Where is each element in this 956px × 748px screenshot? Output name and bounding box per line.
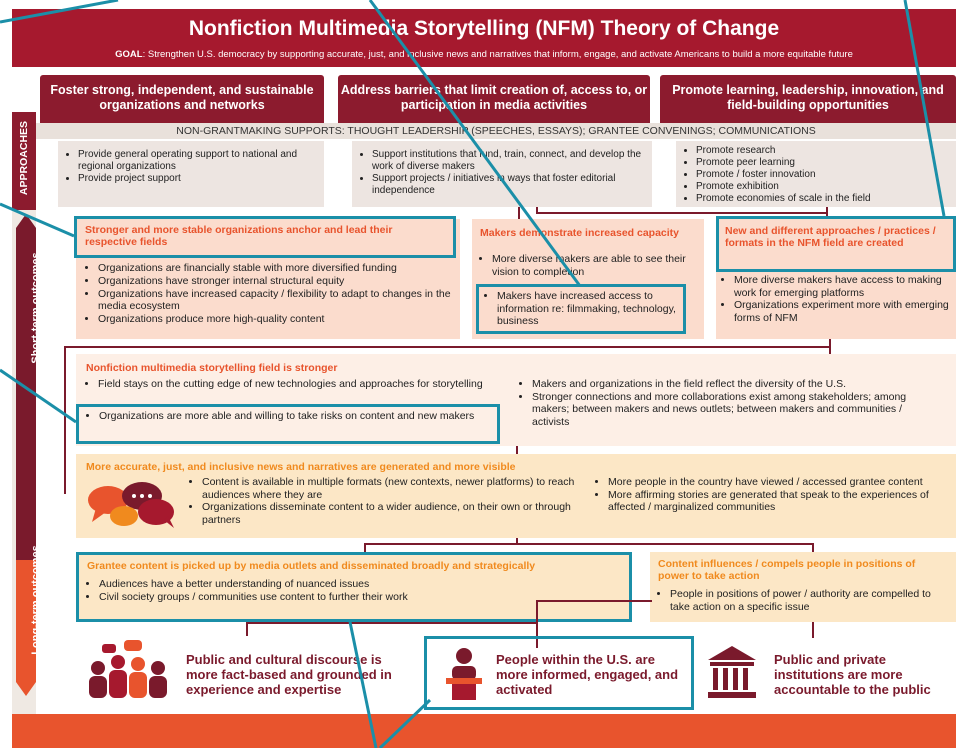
- timeline-bar-long: [16, 560, 36, 682]
- connector-line: [64, 346, 66, 494]
- list-item: Organizations disseminate content to a w…: [202, 501, 580, 526]
- list-item: Civil society groups / communities use c…: [99, 591, 621, 604]
- list-item: Provide general operating support to nat…: [78, 149, 318, 173]
- connector-line: [516, 538, 518, 544]
- connector-line: [518, 207, 520, 219]
- connector-line: [812, 543, 814, 553]
- news-narratives-box: [76, 454, 956, 538]
- connector-line: [536, 212, 826, 214]
- short-term-list-organizations: Organizations are financially stable wit…: [86, 262, 458, 326]
- influence-box: Content influences / compels people in p…: [650, 552, 956, 622]
- connector-line: [246, 622, 248, 636]
- list-item: More people in the country have viewed /…: [608, 476, 946, 489]
- approach-box-2: Support institutions that fund, train, c…: [352, 141, 652, 207]
- page-title: Nonfiction Multimedia Storytelling (NFM)…: [188, 17, 780, 40]
- footer-band: [12, 714, 956, 748]
- highlight-box-grantee-content: Grantee content is picked up by media ou…: [76, 552, 632, 622]
- approaches-tab: APPROACHES: [12, 112, 36, 210]
- pillar-organizations: Foster strong, independent, and sustaina…: [40, 75, 324, 123]
- connector-line: [536, 600, 538, 648]
- pillar-learning: Promote learning, leadership, innovation…: [660, 75, 956, 123]
- list-item: Support projects / initiatives in ways t…: [372, 173, 646, 197]
- arrow-up-head: [16, 214, 36, 228]
- institution-building-icon: [708, 646, 756, 698]
- short-term-list-new-approaches: More diverse makers have access to makin…: [722, 274, 954, 324]
- field-left-list: Field stays on the cutting edge of new t…: [86, 378, 496, 391]
- pillar-barriers: Address barriers that limit creation of,…: [338, 75, 650, 123]
- box-title: New and different approaches / practices…: [725, 225, 936, 249]
- connector-line: [364, 543, 814, 545]
- list-item: Promote economies of scale in the field: [696, 193, 950, 205]
- box-title: Grantee content is picked up by media ou…: [87, 560, 536, 572]
- list-item: People in positions of power / authority…: [670, 588, 948, 613]
- list-item: Stronger connections and more collaborat…: [532, 391, 940, 429]
- outcome-public-discourse: Public and cultural discourse is more fa…: [186, 652, 392, 697]
- header-banner: Nonfiction Multimedia Storytelling (NFM)…: [12, 9, 956, 67]
- list-item: Promote peer learning: [696, 157, 950, 169]
- speech-bubbles-icon: [88, 482, 174, 528]
- connector-line: [829, 339, 831, 355]
- outcome-people-informed: People within the U.S. are more informed…: [496, 652, 679, 697]
- approach-box-1: Provide general operating support to nat…: [58, 141, 324, 207]
- box-title: Content influences / compels people in p…: [658, 558, 916, 582]
- list-item: Organizations are more able and willing …: [99, 410, 489, 423]
- list-item: Organizations have stronger internal str…: [98, 275, 458, 288]
- non-grantmaking-band: NON-GRANTMAKING SUPPORTS: THOUGHT LEADER…: [36, 123, 956, 139]
- connector-line: [246, 622, 536, 624]
- field-right-list: Makers and organizations in the field re…: [520, 378, 940, 428]
- highlight-box-makers-access: Makers have increased access to informat…: [476, 284, 686, 334]
- connector-line: [812, 622, 814, 638]
- list-item: Makers and organizations in the field re…: [532, 378, 940, 391]
- box-title: Stronger and more stable organizations a…: [85, 224, 393, 248]
- highlight-box-organizations-title: Stronger and more stable organizations a…: [74, 216, 456, 258]
- list-item: Organizations have increased capacity / …: [98, 288, 458, 314]
- speaker-podium-icon: [446, 648, 482, 700]
- approaches-label: APPROACHES: [18, 120, 30, 196]
- list-item: More affirming stories are generated tha…: [608, 489, 946, 514]
- list-item: More diverse makers have access to makin…: [734, 274, 954, 299]
- outcome-institutions-accountable: Public and private institutions are more…: [774, 652, 931, 697]
- list-item: Field stays on the cutting edge of new t…: [98, 378, 496, 391]
- list-item: Organizations produce more high-quality …: [98, 313, 458, 326]
- connector-line: [364, 543, 366, 553]
- highlight-box-risk-taking: Organizations are more able and willing …: [76, 404, 500, 444]
- crowd-icon: [89, 640, 167, 698]
- list-item: Promote research: [696, 145, 950, 157]
- list-item: Promote exhibition: [696, 181, 950, 193]
- highlight-box-people-informed: [424, 636, 694, 710]
- goal-label: GOAL: [115, 49, 143, 60]
- short-term-label: Short-term outcomes: [30, 252, 42, 364]
- goal-statement: GOAL: Strengthen U.S. democracy by suppo…: [12, 49, 956, 60]
- long-term-label: Long-term outcomes: [30, 545, 42, 655]
- news-left-list: Content is available in multiple formats…: [190, 476, 580, 526]
- highlight-box-new-approaches-title: New and different approaches / practices…: [716, 216, 956, 272]
- connector-line: [64, 346, 830, 348]
- list-item: Support institutions that fund, train, c…: [372, 149, 646, 173]
- list-item: Makers have increased access to informat…: [497, 290, 677, 328]
- list-item: Content is available in multiple formats…: [202, 476, 580, 501]
- connector-line: [826, 207, 828, 219]
- box-title: Makers demonstrate increased capacity: [480, 227, 680, 239]
- news-right-list: More people in the country have viewed /…: [596, 476, 946, 514]
- arrow-down-head: [16, 682, 36, 696]
- approach-box-3: Promote research Promote peer learning P…: [676, 141, 956, 207]
- box-title: Nonfiction multimedia storytelling field…: [86, 362, 338, 374]
- list-item: Audiences have a better understanding of…: [99, 578, 621, 591]
- list-item: Organizations experiment more with emerg…: [734, 299, 954, 324]
- list-item: Provide project support: [78, 173, 318, 185]
- connector-line: [536, 600, 652, 602]
- list-item: Promote / foster innovation: [696, 169, 950, 181]
- list-item: Organizations are financially stable wit…: [98, 262, 458, 275]
- box-title: More accurate, just, and inclusive news …: [86, 461, 516, 473]
- list-item: More diverse makers are able to see thei…: [492, 253, 696, 278]
- connector-line: [516, 446, 518, 454]
- goal-text: : Strengthen U.S. democracy by supportin…: [142, 49, 853, 60]
